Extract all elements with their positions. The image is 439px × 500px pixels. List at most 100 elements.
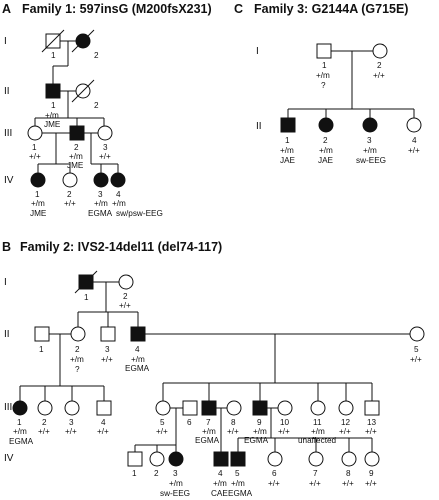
b-ii-2-female [70,326,86,342]
c-i-1-male [316,43,332,59]
c-i-1-note: ? [321,81,326,90]
b-ii-2-genotype: +/m [70,355,84,364]
b-ii-4-genotype: +/m [131,355,145,364]
gen-label-b-2: II [4,329,10,340]
gen-label-a-4: IV [4,175,14,186]
a-i-1-male-deceased [41,29,65,53]
panel-a-letter: A [2,2,11,16]
b-iv-2-female [149,451,165,467]
a-iv-2-genotype: +/+ [64,199,76,208]
b-iii-1-female-affected [12,400,28,416]
a-iii-1-number: 1 [32,143,37,152]
b-iv-3-genotype: +/m [169,479,183,488]
a-iv-1-female-affected [30,172,46,188]
gen-label-b-3: III [4,402,12,413]
b-iii-6-male [182,400,198,416]
b-iii-5-number: 5 [160,418,165,427]
b-iii-10-female [277,400,293,416]
b-iii-12-genotype: +/+ [339,427,351,436]
b-iv-7-number: 7 [313,469,318,478]
panel-b-letter: B [2,240,11,254]
pedigree-lines-b [19,281,410,452]
panel-a-title: Family 1: 597insG (M200fsX231) [22,2,212,16]
b-iii-4-male [96,400,112,416]
a-iv-1-phenotype: JME [30,209,47,218]
pedigree-lines-c [287,50,415,118]
a-i-2-female-affected-deceased [71,29,95,53]
b-iii-10-genotype: +/+ [278,427,290,436]
a-ii-1-genotype: +/m [45,111,59,120]
b-ii-5-female [409,326,425,342]
c-i-1-number: 1 [322,61,327,70]
b-iv-4-genotype: +/m [213,479,227,488]
b-iii-8-female [226,400,242,416]
c-ii-3-number: 3 [367,136,372,145]
gen-label-b-4: IV [4,453,14,464]
b-iv-8-female [341,451,357,467]
c-ii-2-female-affected [318,117,334,133]
b-ii-4-phenotype: EGMA [125,364,150,373]
panel-c: C Family 3: G2144A (G715E) I II 1 +/m ? … [234,2,422,165]
c-ii-4-number: 4 [412,136,417,145]
b-iii-8-genotype: +/+ [227,427,239,436]
c-ii-4-female [406,117,422,133]
c-ii-3-phenotype: sw-EEG [356,156,386,165]
b-iv-3-female-affected [168,451,184,467]
b-iv-1-number: 1 [132,469,137,478]
b-ii-5-genotype: +/+ [410,355,422,364]
gen-label-c-1: I [256,46,259,57]
b-iii-1-genotype: +/m [13,427,27,436]
c-ii-1-male-affected [280,117,296,133]
a-i-1-number: 1 [51,51,56,60]
a-iii-2-phenotype: JME [67,161,84,170]
b-iv-8-genotype: +/+ [342,479,354,488]
b-iii-2-female [37,400,53,416]
b-iii-11-female [310,400,326,416]
b-iii-5-female [155,400,171,416]
gen-label-a-3: III [4,128,12,139]
b-iii-9-number: 9 [257,418,262,427]
a-iv-3-number: 3 [98,190,103,199]
b-iv-3-number: 3 [173,469,178,478]
b-i-2-genotype: +/+ [119,301,131,310]
a-ii-2-female-deceased [71,79,95,103]
c-ii-4-genotype: +/+ [408,146,420,155]
b-iv-8-number: 8 [346,469,351,478]
c-i-2-genotype: +/+ [373,71,385,80]
b-iv-7-genotype: +/+ [309,479,321,488]
a-iv-1-number: 1 [35,190,40,199]
panel-c-letter: C [234,2,243,16]
b-iii-9-genotype: +/m [253,427,267,436]
b-iii-2-number: 2 [42,418,47,427]
a-iv-1-genotype: +/m [31,199,45,208]
a-iii-3-number: 3 [103,143,108,152]
a-iii-1-female [27,125,43,141]
a-iv-3-female-affected [93,172,109,188]
c-ii-2-number: 2 [323,136,328,145]
a-iv-4-number: 4 [116,190,121,199]
a-iv-4-genotype: +/m [112,199,126,208]
b-ii-2-number: 2 [75,345,80,354]
b-iv-9-female [364,451,380,467]
b-ii-4-male-affected [130,326,146,342]
gen-label-c-2: II [256,121,262,132]
panel-c-title: Family 3: G2144A (G715E) [254,2,408,16]
b-iii-13-number: 13 [367,418,377,427]
b-iv-5-number: 5 [235,469,240,478]
b-iii-1-phenotype: EGMA [9,437,34,446]
b-i-1-number: 1 [84,293,89,302]
a-iii-1-genotype: +/+ [29,152,41,161]
a-iii-2-male-affected [69,125,85,141]
c-ii-2-phenotype: JAE [318,156,334,165]
b-iv-2-number: 2 [154,469,159,478]
a-iv-4-female-affected [110,172,126,188]
a-ii-1-male-affected [45,83,61,99]
b-iii-8-number: 8 [231,418,236,427]
b-ii-1-male [34,326,50,342]
c-ii-2-genotype: +/m [319,146,333,155]
b-iii-1-number: 1 [17,418,22,427]
b-iii-9-male-affected [252,400,268,416]
b-ii-3-number: 3 [105,345,110,354]
b-iii-4-number: 4 [101,418,106,427]
b-ii-2-note: ? [75,365,80,374]
